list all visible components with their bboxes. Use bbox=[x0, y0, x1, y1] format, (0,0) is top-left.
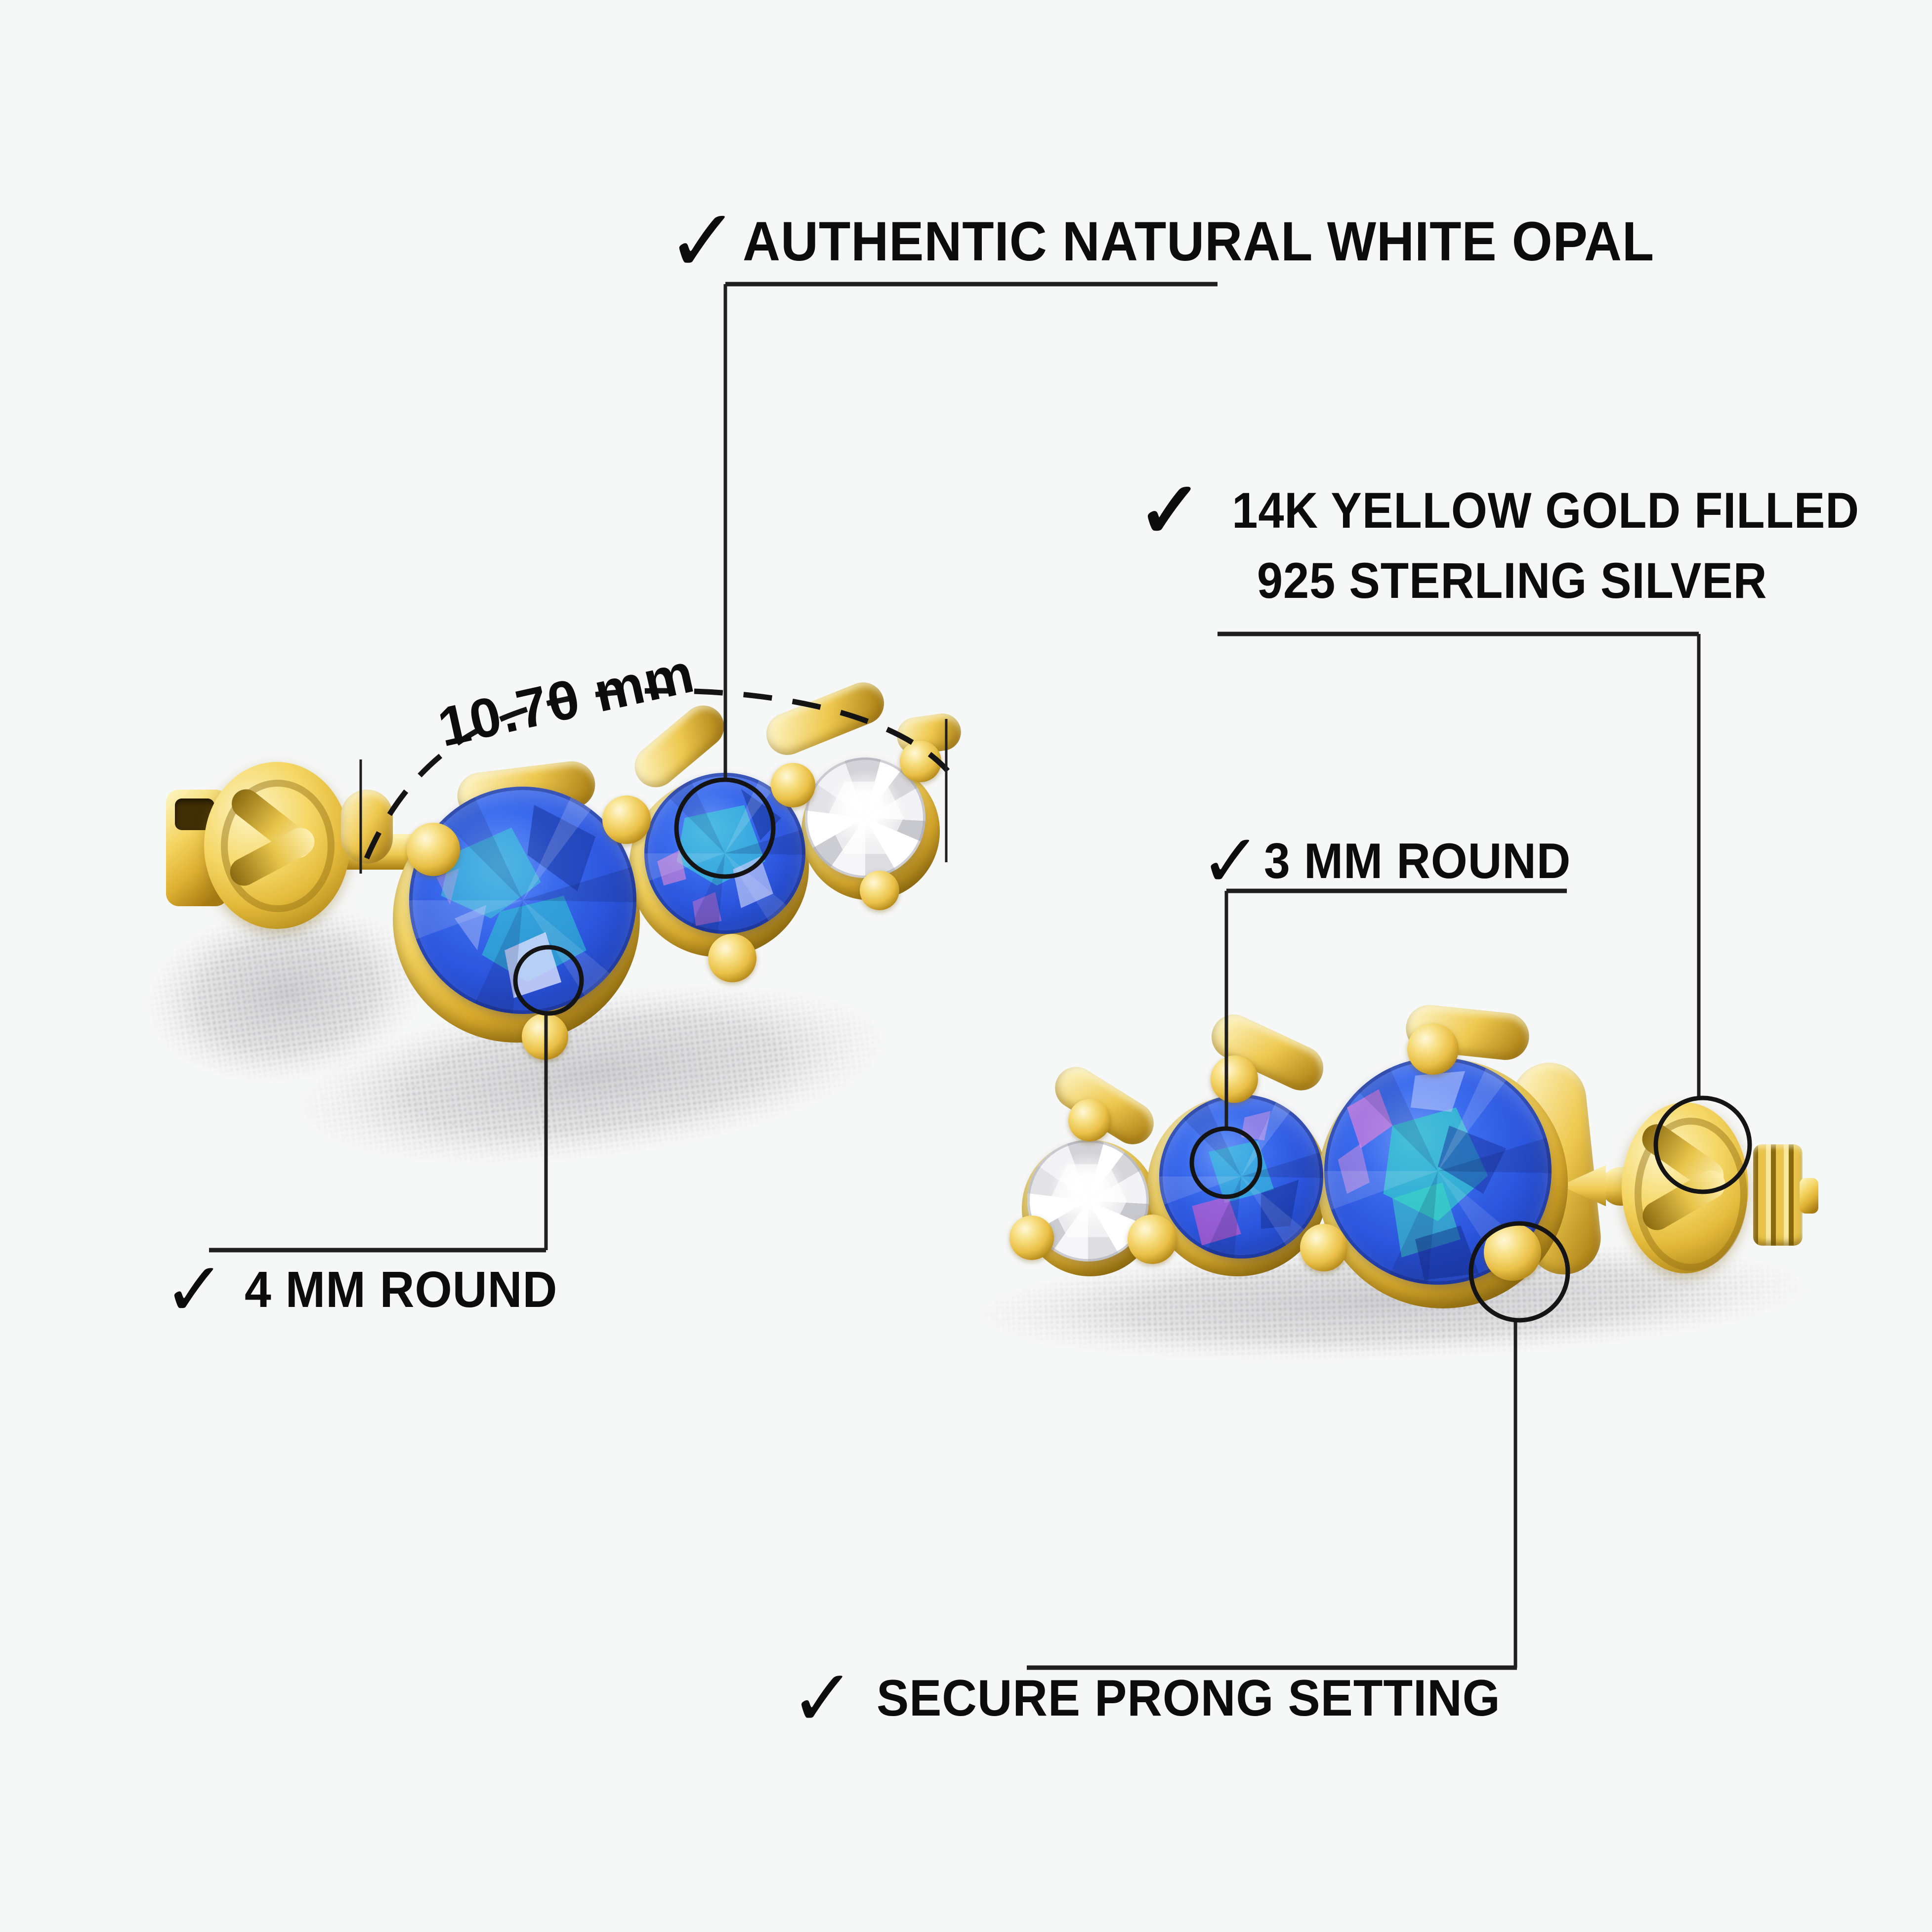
prong-ball bbox=[407, 823, 460, 876]
label-text: AUTHENTIC NATURAL WHITE OPAL bbox=[743, 210, 1655, 272]
diamond-table-facet bbox=[826, 781, 904, 854]
label-secure-prong: ✓ SECURE PRONG SETTING bbox=[790, 1652, 1540, 1744]
label-metal-line2: 925 STERLING SILVER bbox=[1132, 546, 1892, 616]
label-metal-line1: ✓ 14K YELLOW GOLD FILLED bbox=[1132, 467, 1892, 554]
right-small-opal bbox=[1159, 1094, 1323, 1259]
label-text: SECURE PRONG SETTING bbox=[877, 1669, 1501, 1727]
prong-ball bbox=[1068, 1099, 1111, 1141]
label-text: 14K YELLOW GOLD FILLED bbox=[1232, 482, 1860, 539]
left-large-opal bbox=[409, 787, 636, 1014]
measurement-arc bbox=[364, 688, 950, 860]
checkmark-icon: ✓ bbox=[1200, 818, 1262, 904]
checkmark-icon: ✓ bbox=[666, 190, 740, 293]
right-earring-screw-block bbox=[1753, 1144, 1803, 1246]
prong-ball bbox=[771, 763, 815, 807]
label-text: 3 MM ROUND bbox=[1263, 833, 1571, 889]
prong-ball bbox=[1300, 1224, 1347, 1271]
diamond-table-facet bbox=[1049, 1164, 1127, 1237]
opal-callout-circle bbox=[674, 777, 776, 879]
prong-ball bbox=[708, 934, 756, 982]
checkmark-icon: ✓ bbox=[1137, 467, 1203, 554]
right-earring-screw-knob bbox=[1800, 1178, 1818, 1214]
checkmark-icon: ✓ bbox=[163, 1246, 226, 1333]
opal-facet-mesh bbox=[409, 787, 636, 1014]
label-4mm-round: ✓ 4 MM ROUND bbox=[163, 1246, 578, 1333]
prong-ball bbox=[860, 871, 899, 910]
metal-callout-circle bbox=[1653, 1095, 1752, 1194]
label-text: 4 MM ROUND bbox=[245, 1261, 558, 1318]
label-text: 925 STERLING SILVER bbox=[1257, 552, 1767, 609]
label-3mm-round: ✓ 3 MM ROUND bbox=[1200, 818, 1591, 904]
prong-ball bbox=[1128, 1215, 1177, 1264]
round4-callout-circle bbox=[513, 945, 584, 1016]
label-metal: ✓ 14K YELLOW GOLD FILLED 925 STERLING SI… bbox=[1132, 467, 1892, 616]
checkmark-icon: ✓ bbox=[790, 1652, 856, 1744]
round3-callout-circle bbox=[1189, 1126, 1262, 1199]
prong-ball bbox=[1009, 1216, 1054, 1260]
label-authentic-opal: ✓ AUTHENTIC NATURAL WHITE OPAL bbox=[666, 190, 1713, 293]
prong-ball bbox=[602, 796, 651, 844]
prong-ball bbox=[1211, 1055, 1258, 1103]
prong-callout-circle bbox=[1469, 1221, 1570, 1323]
opal-facet-mesh bbox=[1159, 1094, 1323, 1259]
prong-ball bbox=[1407, 1023, 1459, 1075]
left-white-stone bbox=[805, 757, 925, 878]
